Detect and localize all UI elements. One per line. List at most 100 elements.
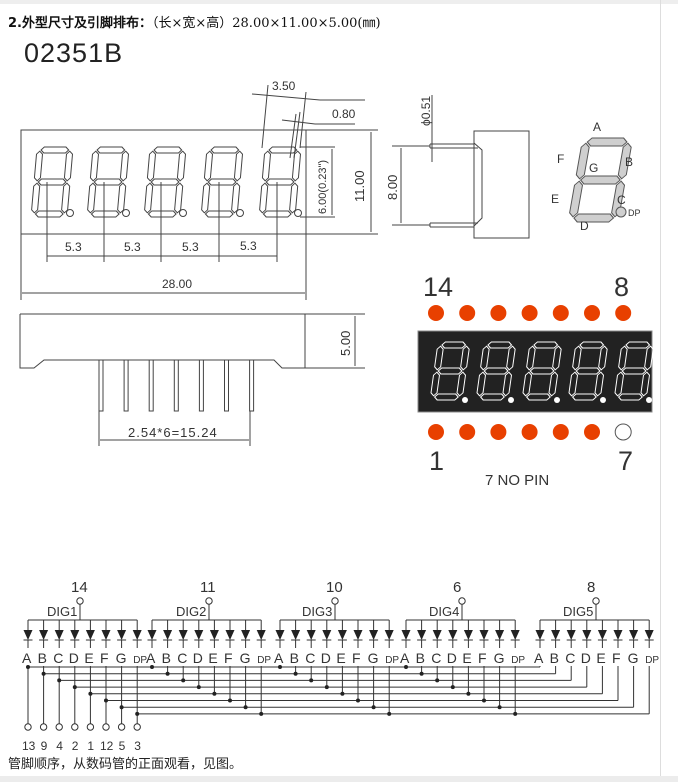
front-digit-4 [201, 146, 244, 218]
segment-label-f: F [557, 152, 564, 166]
segment-b [460, 345, 470, 371]
pin-dot-top [490, 305, 507, 321]
digit-pin [76, 597, 84, 605]
segment-pin [71, 723, 79, 731]
diode-icon [256, 630, 266, 640]
segment-letter: B [38, 650, 47, 666]
segment-letter: DP [511, 655, 525, 666]
segment-letter: F [478, 650, 487, 666]
segment-letter: E [84, 650, 93, 666]
junction-dot [278, 665, 282, 669]
diode-icon [163, 630, 173, 640]
segment-d [90, 210, 120, 218]
segment-c [61, 182, 71, 214]
segment-e [144, 182, 154, 214]
segment-letter: C [53, 650, 63, 666]
segment-pin [86, 723, 95, 731]
segment-letter: DP [257, 655, 271, 666]
decimal-point [236, 209, 244, 217]
pin-dot-top [615, 305, 632, 321]
segment-g [150, 178, 180, 186]
segment-label-dp: DP [628, 208, 641, 218]
segment-letter: A [400, 650, 410, 666]
junction-dot [324, 685, 329, 690]
segment-f [203, 150, 214, 182]
segment-letter: E [336, 650, 345, 666]
display-dp [462, 397, 468, 403]
pin-lead [173, 359, 179, 412]
digit-pin [458, 597, 466, 605]
segment-letter: C [565, 650, 575, 666]
front-body [20, 129, 307, 235]
bottom-body [19, 313, 306, 369]
diode-icon [644, 630, 654, 640]
segment-b [119, 150, 130, 182]
segment-pin [102, 723, 110, 731]
segment-d [433, 393, 459, 401]
diode-icon [495, 630, 505, 640]
junction-dot [340, 691, 345, 696]
front-digit-5 [259, 146, 302, 218]
digit-pin-label: 8 [587, 579, 595, 596]
pin-label-14: 14 [423, 272, 453, 302]
diode-icon [147, 630, 157, 640]
segment-pin-label: 1 [87, 739, 94, 753]
junction-dot [165, 671, 170, 676]
segment-c [117, 182, 127, 214]
segment-letter: D [193, 650, 203, 666]
diode-icon [353, 630, 363, 640]
segment-e [31, 182, 41, 214]
pin-dot-top [459, 305, 476, 321]
junction-dot [26, 665, 30, 669]
segment-b [617, 142, 632, 180]
junction-dot [41, 671, 46, 676]
page-edge [660, 0, 661, 782]
front-digit-3 [144, 146, 187, 218]
segment-letter: B [550, 650, 559, 666]
segment-b [598, 345, 608, 371]
segment-pin [39, 723, 48, 731]
junction-dot [72, 685, 77, 690]
pin-dot-bottom [428, 424, 444, 440]
front-view [20, 84, 378, 300]
pin-lead [198, 359, 204, 412]
top-bar [0, 0, 678, 4]
display-dp [508, 397, 514, 403]
junction-dot [259, 711, 264, 716]
segment-pin-label: 3 [134, 739, 141, 753]
heading-dims: （长×宽×高）28.00×11.00×5.00(㎜) [151, 16, 381, 31]
diode-icon [551, 630, 561, 640]
display-digit-1 [430, 341, 470, 401]
junction-dot [482, 698, 486, 703]
pin-label-8: 8 [614, 272, 629, 302]
segment-a [268, 146, 298, 154]
segment-pin-label: 12 [100, 739, 114, 753]
segment-d [525, 393, 551, 401]
junction-dot [356, 698, 360, 703]
segment-letter: A [22, 650, 32, 666]
segment-letter: B [290, 650, 299, 666]
digit-pin [205, 597, 213, 605]
junction-dot [212, 691, 217, 696]
junction-dot [497, 705, 502, 710]
dim-thickness: 5.00 [338, 331, 353, 356]
segment-letter: C [431, 650, 441, 666]
segment-a [40, 146, 70, 154]
segment-letter: G [116, 650, 127, 666]
junction-dot [135, 711, 140, 716]
digit-pin [592, 597, 600, 605]
segment-e [201, 182, 211, 214]
segment-c [548, 371, 559, 397]
segment-e [568, 371, 579, 397]
dim-pin-span: 8.00 [385, 175, 400, 200]
segment-e [522, 371, 533, 397]
diode-icon [322, 630, 332, 640]
pin-lead [249, 359, 255, 412]
segment-g [529, 367, 555, 375]
segment-d [573, 213, 615, 223]
pin-dot-bottom [521, 424, 538, 440]
junction-dot [228, 698, 232, 703]
pin-lead [98, 359, 104, 412]
segment-c [594, 371, 605, 397]
